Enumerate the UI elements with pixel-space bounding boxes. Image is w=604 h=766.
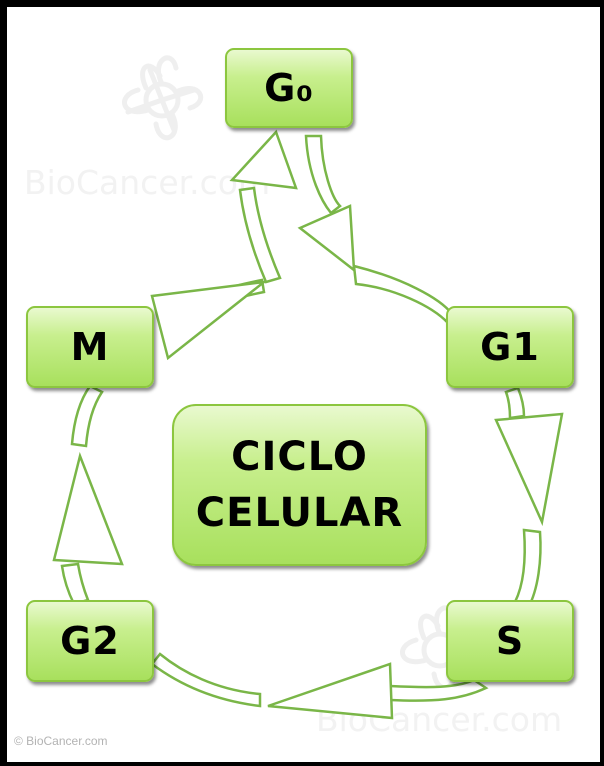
flower-logo-icon (122, 55, 204, 141)
arrow-g1-to-s-tail (513, 528, 542, 610)
phase-s-box: S (446, 600, 574, 682)
arrow-s-to-g2-head (267, 662, 394, 720)
arrow-g0-to-g1-shaft (304, 134, 342, 215)
phase-g0-label: G₀ (264, 66, 314, 110)
watermark-text: BioCancer.com (24, 163, 271, 202)
arrow-g2-to-m-tail (70, 384, 104, 448)
center-title-line1: CICLO (231, 434, 368, 480)
arrow-g1-to-s-head (494, 412, 564, 527)
phase-m-label: M (70, 325, 110, 369)
phase-m-box: M (26, 306, 154, 388)
arrow-g1-to-s-shaft (504, 386, 526, 420)
phase-g1-box: G1 (446, 306, 574, 388)
phase-g2-label: G2 (60, 619, 120, 663)
center-title-box: CICLO CELULAR (172, 404, 427, 566)
arrow-s-to-g2-tail (150, 652, 262, 708)
copyright-text: © BioCancer.com (14, 734, 108, 748)
arrow-m-to-g0-tail (238, 186, 282, 284)
phase-g0-box: G₀ (225, 48, 353, 128)
arrow-g2-to-m-head (52, 451, 124, 566)
arrow-m-to-g0-head (150, 280, 269, 361)
arrow-g0-to-g1-head (297, 204, 356, 273)
center-title-line2: CELULAR (195, 490, 404, 536)
phase-g2-box: G2 (26, 600, 154, 682)
phase-s-label: S (495, 619, 525, 663)
phase-g1-label: G1 (480, 325, 540, 369)
arrow-g0-to-g1-tail (352, 264, 454, 326)
arrow-m-to-g0-tip (229, 129, 298, 190)
arrow-g2-to-m-shaft (60, 562, 90, 606)
